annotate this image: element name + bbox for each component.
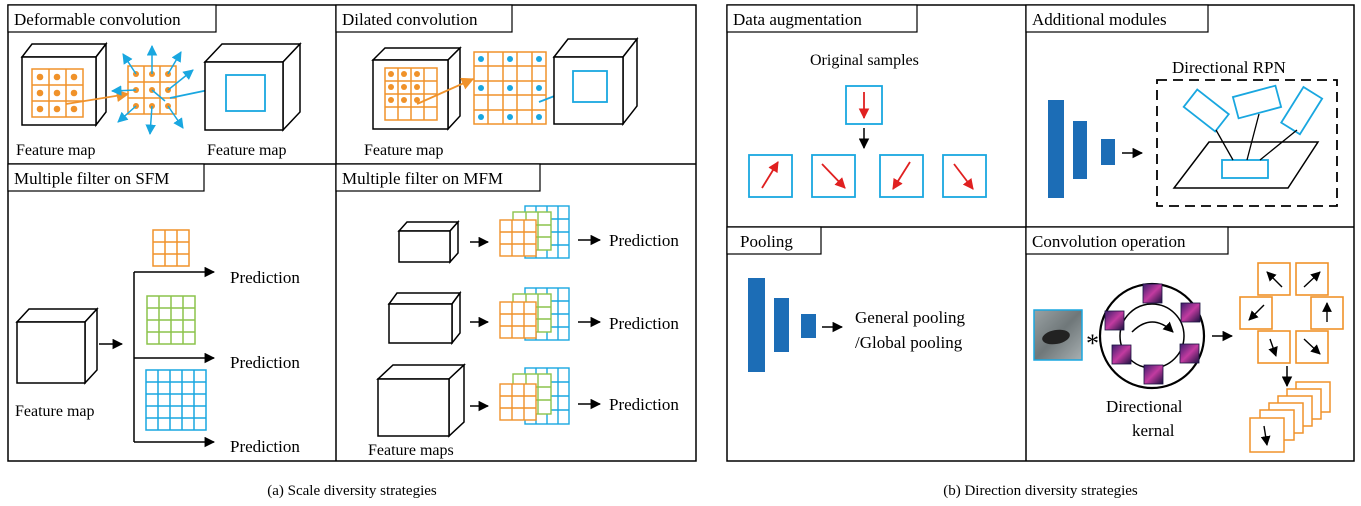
mfm-section: Multiple filter on MFM Prediction [335, 163, 679, 459]
additional-modules-section: Additional modules Directional RPN [1025, 4, 1338, 207]
section-title: Multiple filter on MFM [342, 169, 503, 188]
augmented-direction-arrows [761, 161, 974, 190]
sfm-prediction-3: Prediction [230, 437, 300, 456]
output-activation-box [225, 74, 266, 112]
mfm-filter-stack-3 [499, 367, 570, 425]
dilated-feature-map-label: Feature map [364, 142, 444, 159]
rpn-feature-plane [1172, 141, 1320, 189]
input-image-thumbnail [1033, 309, 1083, 361]
mfm-feature-maps-label: Feature maps [368, 442, 454, 459]
section-title-box [7, 163, 205, 192]
section-title-box [7, 4, 217, 33]
stacked-output-arrow [1260, 425, 1271, 446]
mfm-prediction-1: Prediction [609, 231, 679, 250]
stacked-output-maps [1249, 381, 1331, 453]
input-sampling-grid [31, 68, 84, 118]
right-panel: Data augmentation Original samples Addit… [726, 4, 1355, 462]
mfm-cube-small [397, 220, 460, 264]
mfm-filter-stack-1 [499, 205, 570, 259]
section-title-box [1025, 226, 1229, 255]
rotation-arrow-icon [1131, 321, 1174, 333]
proposal-links [1215, 113, 1298, 161]
large-filter [145, 369, 207, 431]
dilated-convolution-section: Dilated convolution [335, 4, 639, 159]
section-title-box [1025, 4, 1209, 33]
offset-arrows [110, 44, 194, 136]
rpn-anchor-box [1221, 159, 1269, 179]
output-feature-cube [203, 42, 302, 132]
original-sample [845, 85, 883, 125]
left-caption: (a) Scale diversity strategies [267, 483, 437, 499]
dilated-kernel-grid [473, 51, 547, 125]
dilated-kernel-points [478, 56, 542, 120]
section-title-box [726, 4, 918, 33]
convolution-operator: * [1086, 329, 1099, 358]
section-title: Additional modules [1032, 10, 1167, 29]
dilated-projection-arrow [416, 77, 475, 105]
augmented-samples [748, 154, 987, 198]
dilated-output-cube [552, 36, 639, 127]
orientation-arrows [1248, 271, 1332, 357]
section-title: Pooling [740, 232, 793, 251]
input-grid-points [36, 73, 78, 113]
right-caption: (b) Direction diversity strategies [943, 483, 1138, 499]
medium-filter [146, 295, 196, 345]
dilated-input-points [388, 71, 420, 103]
mfm-prediction-2: Prediction [609, 314, 679, 333]
section-title-box [726, 226, 822, 255]
left-panel: Deformable convolution [7, 4, 697, 462]
sfm-feature-map-label: Feature map [15, 403, 95, 420]
mfm-filter-stack-2 [499, 287, 570, 341]
directional-kernel-label-1: Directional [1106, 397, 1183, 416]
dilated-input-grid [384, 67, 438, 121]
feature-map-label-right: Feature map [207, 142, 287, 159]
section-title-box [335, 4, 513, 33]
sfm-prediction-1: Prediction [230, 268, 300, 287]
small-filter [152, 229, 190, 267]
dilated-activation-box [572, 70, 608, 103]
section-title: Dilated convolution [342, 10, 478, 29]
mfm-prediction-3: Prediction [609, 395, 679, 414]
mfm-cube-large [376, 363, 466, 438]
global-pooling-label: /Global pooling [855, 333, 963, 352]
sfm-prediction-2: Prediction [230, 353, 300, 372]
section-title: Multiple filter on SFM [14, 169, 169, 188]
directional-kernels [1104, 283, 1201, 385]
section-title: Convolution operation [1032, 232, 1186, 251]
pooling-network-icon [748, 278, 816, 372]
rpn-dashed-box [1156, 79, 1338, 207]
deformable-convolution-section: Deformable convolution [7, 4, 302, 159]
section-title-box [335, 163, 541, 192]
rotated-proposals [1182, 84, 1324, 136]
directional-rpn-label: Directional RPN [1172, 58, 1286, 77]
feature-map-label-left: Feature map [16, 142, 96, 159]
mfm-cube-medium [387, 290, 462, 346]
convolution-operation-section: Convolution operation * Directional kern… [1025, 226, 1344, 453]
backbone-network-icon [1048, 100, 1115, 198]
sfm-feature-cube [15, 307, 99, 385]
sfm-section: Multiple filter on SFM [7, 163, 300, 456]
original-samples-label: Original samples [810, 52, 919, 69]
section-title: Data augmentation [733, 10, 862, 29]
general-pooling-label: General pooling [855, 308, 965, 327]
directional-kernel-label-2: kernal [1132, 421, 1175, 440]
data-augmentation-section: Data augmentation Original samples [726, 4, 987, 198]
section-title: Deformable convolution [14, 10, 181, 29]
pooling-section: Pooling General pooling /Global pooling [726, 226, 965, 372]
